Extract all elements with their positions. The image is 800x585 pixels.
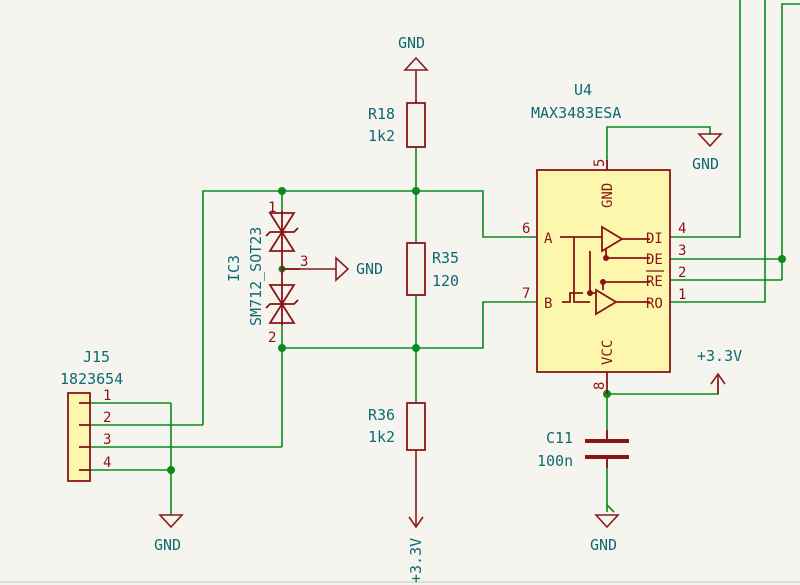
r36-value: 1k2 [368, 428, 395, 446]
r36-ref: R36 [368, 406, 395, 424]
u4-pin-a-label: A [544, 231, 553, 247]
u4-pin5-number: 5 [592, 159, 608, 167]
u4-pin3-number: 3 [678, 243, 686, 259]
junction-dot [278, 187, 286, 195]
v33-symbol-r36: +3.3V [407, 450, 425, 583]
j15-pin1-number: 1 [103, 388, 111, 404]
gnd-label: GND [590, 536, 617, 554]
gnd-label: GND [356, 260, 383, 278]
u4-pin-gnd-label: GND [600, 183, 616, 208]
c11-value: 100n [537, 452, 573, 470]
wire-ro [670, 0, 766, 303]
u4-ref: U4 [574, 81, 592, 99]
j15-ref: J15 [83, 348, 110, 366]
gnd-symbol-u4: GND [692, 133, 723, 173]
junction-dot [412, 187, 420, 195]
v33-label: +3.3V [407, 538, 425, 583]
resistor-r18: R18 1k2 [368, 100, 426, 148]
ic3-pin3: 3 [300, 254, 308, 270]
ic3-value: SM712_SOT23 [247, 227, 265, 326]
j15-value: 1823654 [60, 370, 123, 388]
u4-pin-de-label: DE [646, 252, 663, 268]
u4-pin-ro-label: RO [646, 296, 663, 312]
u4-pin4-number: 4 [678, 221, 686, 237]
u4-pin1-number: 1 [678, 287, 686, 303]
wire-de [670, 3, 800, 260]
tvs-diode-ic3: 1 2 3 IC3 SM712_SOT23 [225, 200, 308, 346]
ic3-ref: IC3 [225, 255, 243, 282]
transceiver-u4: A B DI DE RE RO GND VCC 6 7 4 3 2 1 5 8 … [522, 81, 686, 394]
junction-dot [278, 344, 286, 352]
wire-u4-gnd [606, 126, 711, 170]
u4-pin6-number: 6 [522, 221, 530, 237]
wire-net-a [202, 190, 537, 425]
resistor-r36: R36 1k2 [368, 402, 426, 451]
j15-pin3-number: 3 [103, 432, 111, 448]
gnd-label: GND [398, 34, 425, 52]
wire-u4-vcc [607, 380, 719, 395]
u4-pin2-number: 2 [678, 265, 686, 281]
wire-net-b [281, 301, 537, 447]
r18-value: 1k2 [368, 127, 395, 145]
gnd-symbol-r18: GND [398, 34, 429, 100]
junction-dot [778, 255, 786, 263]
u4-pin-b-label: B [544, 296, 552, 312]
gnd-symbol-c11: GND [590, 504, 620, 554]
junction-dot [167, 466, 175, 474]
v33-symbol-u4: +3.3V [697, 347, 742, 394]
junction-dot [412, 344, 420, 352]
ic3-pin2: 2 [268, 330, 276, 346]
gnd-label: GND [692, 155, 719, 173]
r18-ref: R18 [368, 105, 395, 123]
ic3-pin1: 1 [268, 200, 276, 216]
gnd-symbol-j15: GND [154, 514, 184, 554]
gnd-label: GND [154, 536, 181, 554]
u4-pin-di-label: DI [646, 231, 663, 247]
v33-label: +3.3V [697, 347, 742, 365]
u4-pin7-number: 7 [522, 286, 530, 302]
u4-pin-vcc-label: VCC [600, 340, 616, 365]
resistor-r35: R35 120 [406, 242, 459, 296]
connector-j15: 1 2 3 4 J15 1823654 [60, 348, 123, 482]
u4-value: MAX3483ESA [531, 104, 621, 122]
j15-pin4-number: 4 [103, 455, 111, 471]
u4-pin8-number: 8 [592, 382, 608, 390]
u4-pin-re-label: RE [646, 274, 663, 290]
r35-ref: R35 [432, 249, 459, 267]
wire-di [670, 0, 741, 238]
r35-value: 120 [432, 272, 459, 290]
capacitor-c11: C11 100n [537, 429, 629, 470]
c11-ref: C11 [546, 429, 573, 447]
j15-pin2-number: 2 [103, 410, 111, 426]
junctions [167, 187, 786, 474]
